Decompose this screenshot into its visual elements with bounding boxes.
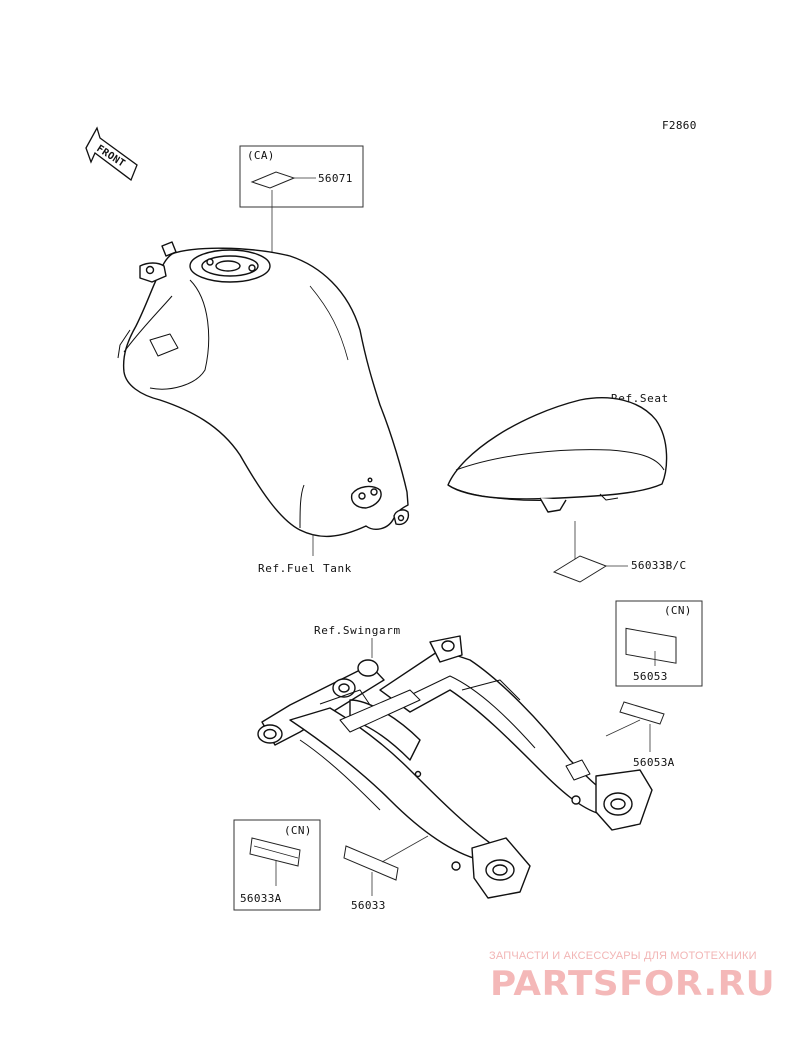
- cn-part-number-upper: 56053: [633, 670, 668, 683]
- watermark-brand-logo: PARTSFOR.RU: [490, 964, 776, 1004]
- cn-region-label-upper: (CN): [664, 604, 692, 617]
- swingarm-label-56053a-part-number: 56053A: [633, 756, 675, 769]
- figure-code: F2860: [662, 119, 697, 132]
- seat-label-part-number: 56033B/C: [631, 559, 686, 572]
- ca-part-number: 56071: [318, 172, 353, 185]
- ca-region-label: (CA): [247, 149, 275, 162]
- ref-fuel-tank-label: Ref.Fuel Tank: [258, 562, 352, 575]
- cn-region-label-lower: (CN): [284, 824, 312, 837]
- seat-illustration: [447, 397, 668, 513]
- watermark-tagline: ЗАПЧАСТИ И АКСЕССУАРЫ ДЛЯ МОТОТЕХНИКИ: [489, 950, 757, 962]
- fuel-tank-illustration: [117, 241, 410, 538]
- front-arrow-icon: FRONT: [85, 126, 138, 182]
- callout-box-cn-upper: (CN) 56053: [615, 600, 703, 687]
- swingarm-label-56033-sticker: [343, 845, 399, 881]
- callout-box-cn-lower: (CN) 56033A: [233, 819, 321, 911]
- swingarm-label-56053a-sticker: [619, 701, 665, 725]
- swingarm-label-56033-part-number: 56033: [351, 899, 386, 912]
- cn-part-number-lower: 56033A: [240, 892, 282, 905]
- ref-swingarm-label: Ref.Swingarm: [314, 624, 401, 637]
- swingarm-illustration: [257, 635, 653, 899]
